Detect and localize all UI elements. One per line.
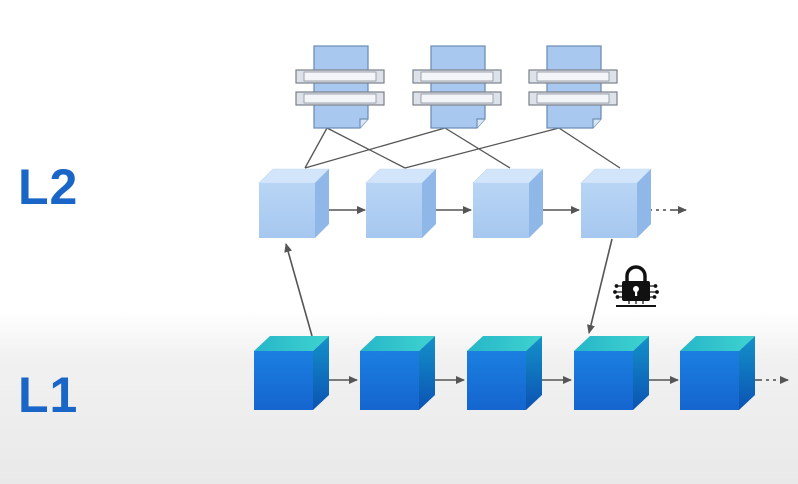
layer-label-l2: L2 [18, 159, 79, 215]
document-stack-icon [295, 45, 618, 129]
lock-icon [613, 265, 659, 307]
layer-label-l1: L1 [18, 367, 79, 423]
l1-block-chain [254, 336, 755, 410]
l2-block-chain [258, 168, 652, 238]
interlayer-arrows [284, 238, 613, 337]
document-connectors [304, 127, 621, 169]
